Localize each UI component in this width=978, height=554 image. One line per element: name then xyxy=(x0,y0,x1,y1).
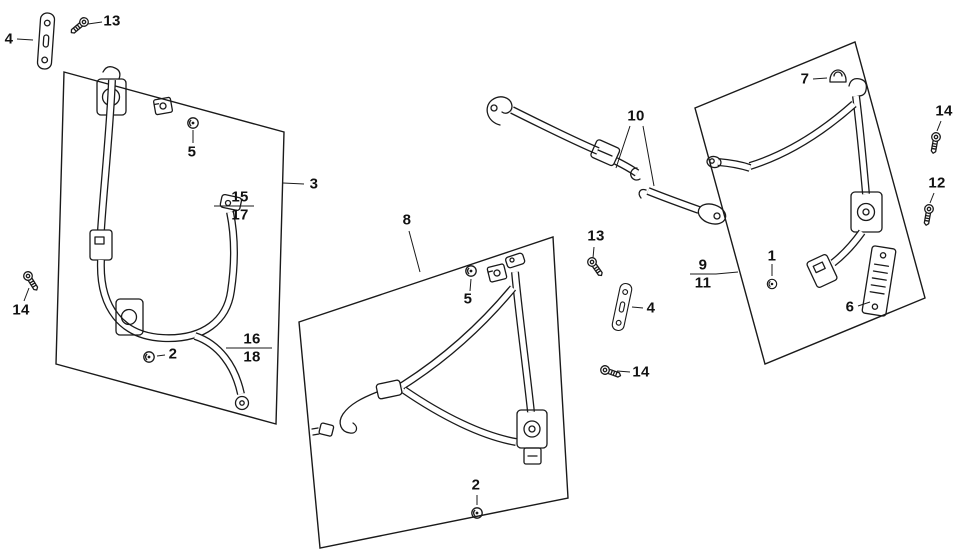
callout-14-center: 14 xyxy=(632,363,650,381)
center-outline-box xyxy=(298,236,569,549)
callout-13-center: 13 xyxy=(587,227,605,245)
bolt-part-14-center xyxy=(598,363,623,381)
callout-14-right: 14 xyxy=(935,102,953,120)
clip-part-7 xyxy=(829,69,847,83)
bolt-part-14-left xyxy=(21,269,42,293)
left-belt-assembly xyxy=(55,66,285,425)
left-fasteners xyxy=(21,11,91,293)
callout-18: 18 xyxy=(243,348,261,366)
callout-5-center: 5 xyxy=(463,290,473,308)
bracket-part-4-left xyxy=(36,11,56,71)
callout-1: 1 xyxy=(767,247,777,265)
callout-4-left: 4 xyxy=(4,30,14,48)
callout-4-center: 4 xyxy=(646,299,656,317)
center-grommet-5 xyxy=(465,265,477,277)
center-lap-strap-parts xyxy=(486,96,727,225)
callout-11: 11 xyxy=(694,274,712,292)
callout-6: 6 xyxy=(845,298,855,316)
screw-part-13-left xyxy=(67,15,91,37)
callout-12: 12 xyxy=(928,174,946,192)
callout-16: 16 xyxy=(243,330,261,348)
plate-part-6 xyxy=(861,245,897,317)
left-outline-box xyxy=(55,71,285,425)
center-fasteners xyxy=(585,255,634,381)
left-nutplate xyxy=(152,96,174,116)
bolt-part-12-right xyxy=(921,203,935,227)
bolt-part-14-right xyxy=(928,131,942,155)
callout-9: 9 xyxy=(698,256,708,274)
screw-part-13-center xyxy=(585,255,606,279)
center-nutplate xyxy=(486,263,508,283)
left-grommet-5 xyxy=(187,117,199,129)
callout-5-left: 5 xyxy=(187,143,197,161)
bracket-part-4-center xyxy=(610,281,634,333)
right-grommet-1 xyxy=(766,278,778,290)
callout-3: 3 xyxy=(309,175,319,193)
center-belt-assembly xyxy=(298,236,569,549)
callout-8: 8 xyxy=(402,211,412,229)
callout-10: 10 xyxy=(627,107,645,125)
callout-7: 7 xyxy=(800,70,810,88)
leader-lines xyxy=(16,21,942,505)
callout-2-left: 2 xyxy=(168,345,178,363)
right-outline-box xyxy=(694,41,926,365)
callout-15: 15 xyxy=(231,188,249,206)
left-grommet-2 xyxy=(143,351,155,363)
callout-13-left: 13 xyxy=(103,12,121,30)
callout-2-center: 2 xyxy=(471,476,481,494)
callout-17: 17 xyxy=(231,206,249,224)
right-belt-assembly xyxy=(694,41,926,365)
callout-14-left: 14 xyxy=(12,301,30,319)
